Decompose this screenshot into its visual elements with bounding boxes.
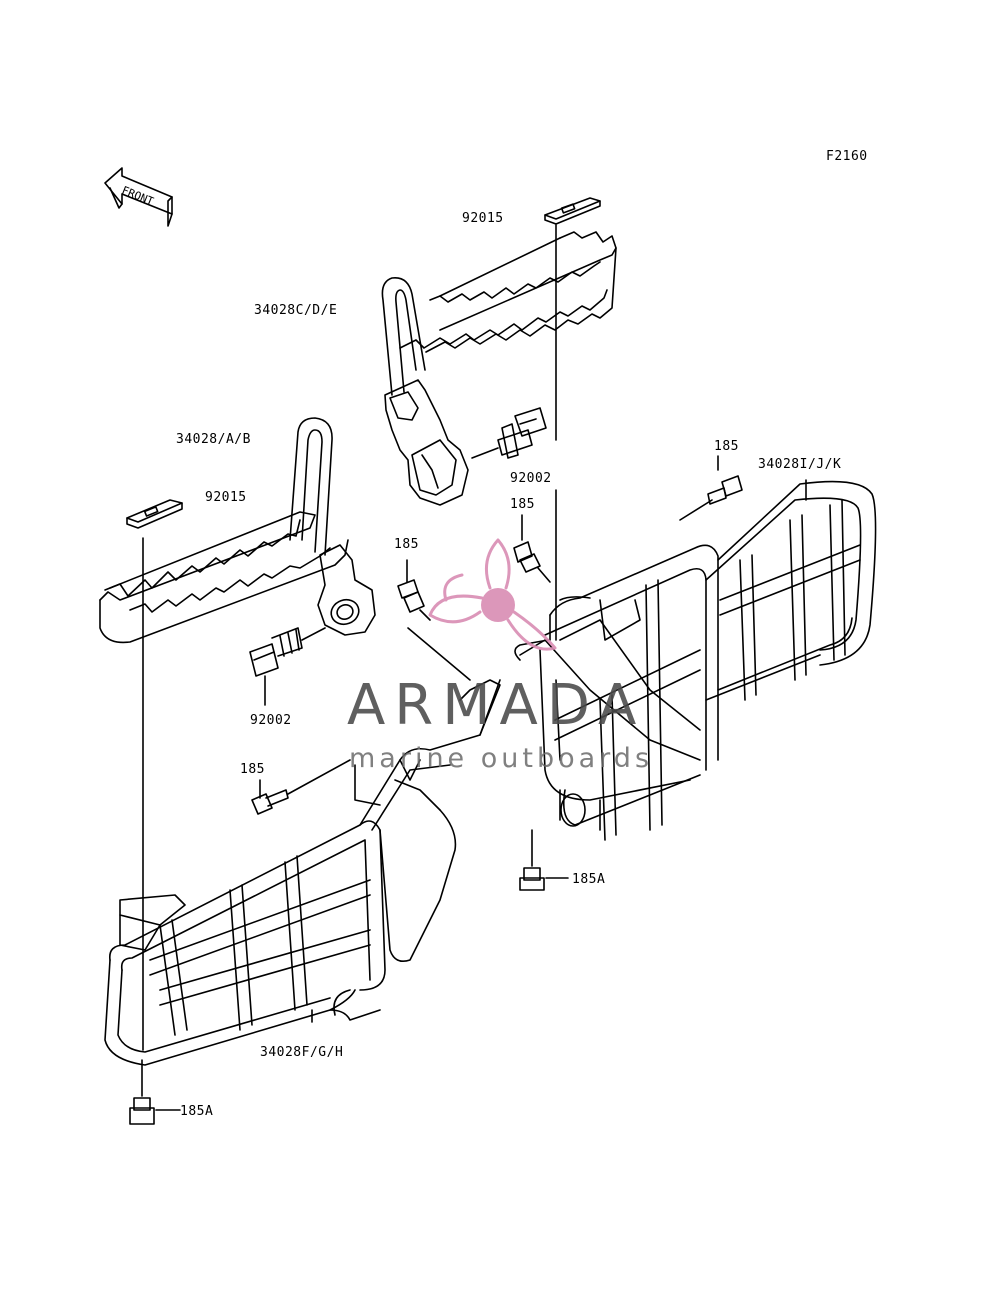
label-92002-right: 92002 <box>510 471 552 486</box>
footpeg-upper <box>381 197 617 641</box>
label-185-mid: 185 <box>510 497 535 512</box>
guard-right <box>513 455 877 891</box>
diagram-code: F2160 <box>826 149 868 164</box>
label-34028ijk: 34028I/J/K <box>758 457 842 472</box>
watermark-tagline: marine outboards <box>349 743 654 774</box>
label-185a-left: 185A <box>180 1104 214 1119</box>
label-92015-left: 92015 <box>205 490 247 505</box>
label-34028cde: 34028C/D/E <box>254 303 338 318</box>
watermark-brand: ARMADA <box>347 673 646 738</box>
label-92002-left: 92002 <box>250 713 292 728</box>
footpeg-left <box>99 417 376 1051</box>
guard-left <box>104 559 501 1125</box>
label-185-top-right: 185 <box>714 439 739 454</box>
watermark-logo-icon <box>428 538 557 651</box>
front-arrow-icon: FRONT <box>104 167 173 227</box>
label-185-left: 185 <box>240 762 265 777</box>
label-34028fgh: 34028F/G/H <box>260 1045 344 1060</box>
label-185-center: 185 <box>394 537 419 552</box>
label-92015-top: 92015 <box>462 211 504 226</box>
label-34028ab: 34028/A/B <box>176 432 251 447</box>
label-185a-right: 185A <box>572 872 606 887</box>
